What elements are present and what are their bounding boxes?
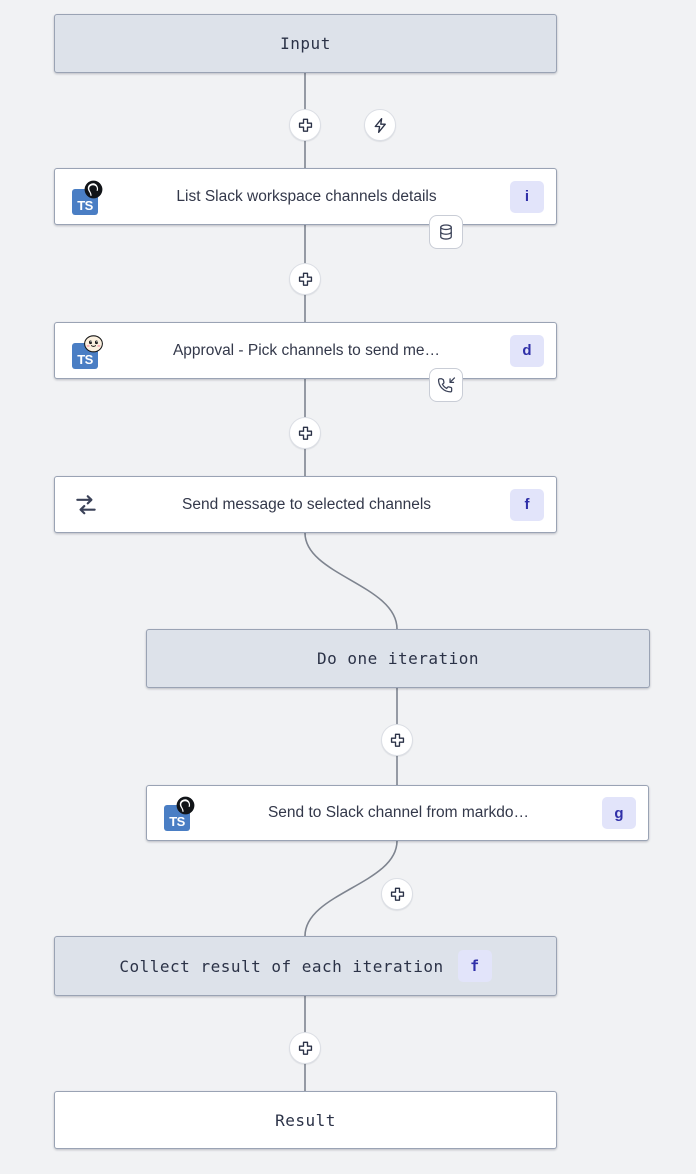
add-step-button-3[interactable] [289, 417, 321, 449]
edge-step3-to-iteration [304, 532, 398, 630]
node-step-label: Send message to selected channels [181, 495, 432, 513]
add-step-button-6[interactable] [289, 1032, 321, 1064]
node-input-label: Input [280, 34, 331, 53]
typescript-bun-icon: TS [69, 334, 103, 369]
node-step-badge[interactable]: f [510, 488, 544, 521]
add-step-button-2[interactable] [289, 263, 321, 295]
trigger-button[interactable] [364, 109, 396, 141]
node-step-badge[interactable]: i [510, 180, 544, 213]
typescript-deno-icon: TS [69, 180, 103, 215]
add-step-button-1[interactable] [289, 109, 321, 141]
loop-repeat-icon [69, 488, 103, 522]
plus-icon [298, 1041, 312, 1055]
add-step-button-4[interactable] [381, 724, 413, 756]
node-input[interactable]: Input [54, 14, 557, 73]
node-collect-result-badge[interactable]: f [457, 950, 492, 982]
node-step-forloop[interactable]: Send message to selected channels f [54, 476, 557, 533]
node-result-label: Result [275, 1110, 336, 1130]
node-collect-result[interactable]: Collect result of each iteration f [54, 936, 557, 996]
plus-icon [298, 118, 312, 132]
phone-incoming-glyph-icon [437, 376, 455, 392]
typescript-deno-icon: TS [161, 796, 195, 831]
node-step-label: Approval - Pick channels to send me… [172, 341, 441, 359]
add-step-button-5[interactable] [381, 878, 413, 910]
plus-icon [298, 426, 312, 440]
bun-logo-icon [84, 334, 103, 353]
plus-icon [298, 272, 312, 286]
node-do-one-iteration-label: Do one iteration [316, 649, 480, 668]
node-step-badge[interactable]: g [602, 797, 636, 829]
node-step-label: List Slack workspace channels details [176, 187, 437, 205]
plus-icon [390, 887, 404, 901]
plus-icon [390, 733, 404, 747]
node-step-send-to-slack-markdown[interactable]: TS Send to Slack channel from markdo… g [146, 785, 649, 841]
node-step-approval[interactable]: TS Approval - Pick channels to send me… … [54, 322, 557, 379]
deno-logo-icon [84, 180, 103, 199]
lightning-bolt-icon [374, 117, 386, 133]
node-step-list-slack-channels[interactable]: TS List Slack workspace channels details… [54, 168, 557, 225]
node-step-badge[interactable]: d [510, 334, 544, 367]
node-result[interactable]: Result [54, 1091, 557, 1149]
database-glyph-icon [440, 224, 452, 240]
node-collect-result-label: Collect result of each iteration [119, 956, 444, 976]
node-do-one-iteration[interactable]: Do one iteration [146, 629, 650, 688]
node-step-label: Send to Slack channel from markdo… [267, 804, 530, 821]
deno-logo-icon [176, 796, 195, 815]
phone-incoming-icon[interactable] [429, 368, 463, 402]
database-icon[interactable] [429, 215, 463, 249]
